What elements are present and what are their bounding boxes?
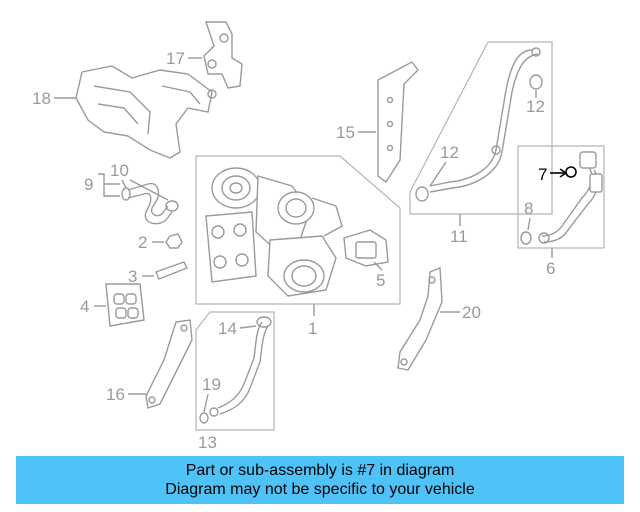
svg-text:4: 4 <box>80 297 89 316</box>
callout-13: 13 <box>198 433 217 452</box>
callout-4: 4 <box>80 297 106 316</box>
callout-6: 6 <box>546 248 555 278</box>
svg-text:5: 5 <box>376 271 385 290</box>
callout-1: 1 <box>308 304 317 338</box>
callout-12-upper: 12 <box>526 74 545 116</box>
svg-text:8: 8 <box>524 199 533 218</box>
info-banner: Part or sub-assembly is #7 in diagram Di… <box>16 456 624 504</box>
svg-text:3: 3 <box>128 267 137 286</box>
part-5-actuator <box>343 229 389 267</box>
callout-10: 10 <box>110 161 169 201</box>
callout-16: 15 <box>336 123 376 142</box>
svg-text:6: 6 <box>546 259 555 278</box>
part-13-oil-pipe <box>195 311 275 431</box>
svg-text:14: 14 <box>218 319 237 338</box>
part-1-turbocharger <box>195 155 401 305</box>
callout-17: 16 <box>106 385 146 404</box>
callout-8: 8 <box>524 199 533 231</box>
svg-text:20: 20 <box>462 303 481 322</box>
svg-text:12: 12 <box>526 97 545 116</box>
svg-text:7: 7 <box>538 165 547 184</box>
callout-12-lower: 12 <box>429 143 459 187</box>
svg-text:12: 12 <box>440 143 459 162</box>
svg-text:11: 11 <box>450 227 468 246</box>
part-3-stud <box>155 261 188 280</box>
svg-text:10: 10 <box>110 161 129 180</box>
svg-text:16: 16 <box>106 385 125 404</box>
svg-text:19: 19 <box>202 375 221 394</box>
svg-text:13: 13 <box>198 433 217 452</box>
banner-line-2: Diagram may not be specific to your vehi… <box>165 481 475 498</box>
part-20-bracket <box>397 266 443 371</box>
callout-20: 20 <box>440 303 481 322</box>
svg-text:15: 15 <box>336 123 355 142</box>
svg-text:17: 17 <box>166 49 185 68</box>
part-18-bracket <box>203 21 243 89</box>
part-6-assembly <box>517 145 605 249</box>
svg-text:1: 1 <box>308 319 317 338</box>
part-11-oil-line <box>409 41 553 215</box>
parts-diagram: 17 18 15 11 12 <box>32 21 605 452</box>
callout-11: 11 <box>450 214 468 246</box>
callout-7: 7 <box>538 165 577 184</box>
callout-3: 3 <box>128 267 154 286</box>
part-17-bracket <box>145 319 193 409</box>
callout-19: 18 <box>32 89 76 108</box>
callout-18: 17 <box>166 49 202 68</box>
svg-text:18: 18 <box>32 89 51 108</box>
callout-9: 9 <box>84 173 120 197</box>
part-4-gasket <box>105 283 145 327</box>
callout-15: 19 <box>199 375 221 424</box>
part-10-hose <box>121 182 179 225</box>
callout-2: 2 <box>138 233 164 252</box>
svg-text:9: 9 <box>84 175 93 194</box>
part-16-plate <box>377 61 419 184</box>
svg-text:2: 2 <box>138 233 147 252</box>
part-19-heat-shield <box>75 65 217 159</box>
callout-14: 14 <box>218 319 257 338</box>
callout-5: 5 <box>373 261 385 290</box>
banner-line-1: Part or sub-assembly is #7 in diagram <box>185 462 455 479</box>
part-2-fitting <box>165 233 183 249</box>
